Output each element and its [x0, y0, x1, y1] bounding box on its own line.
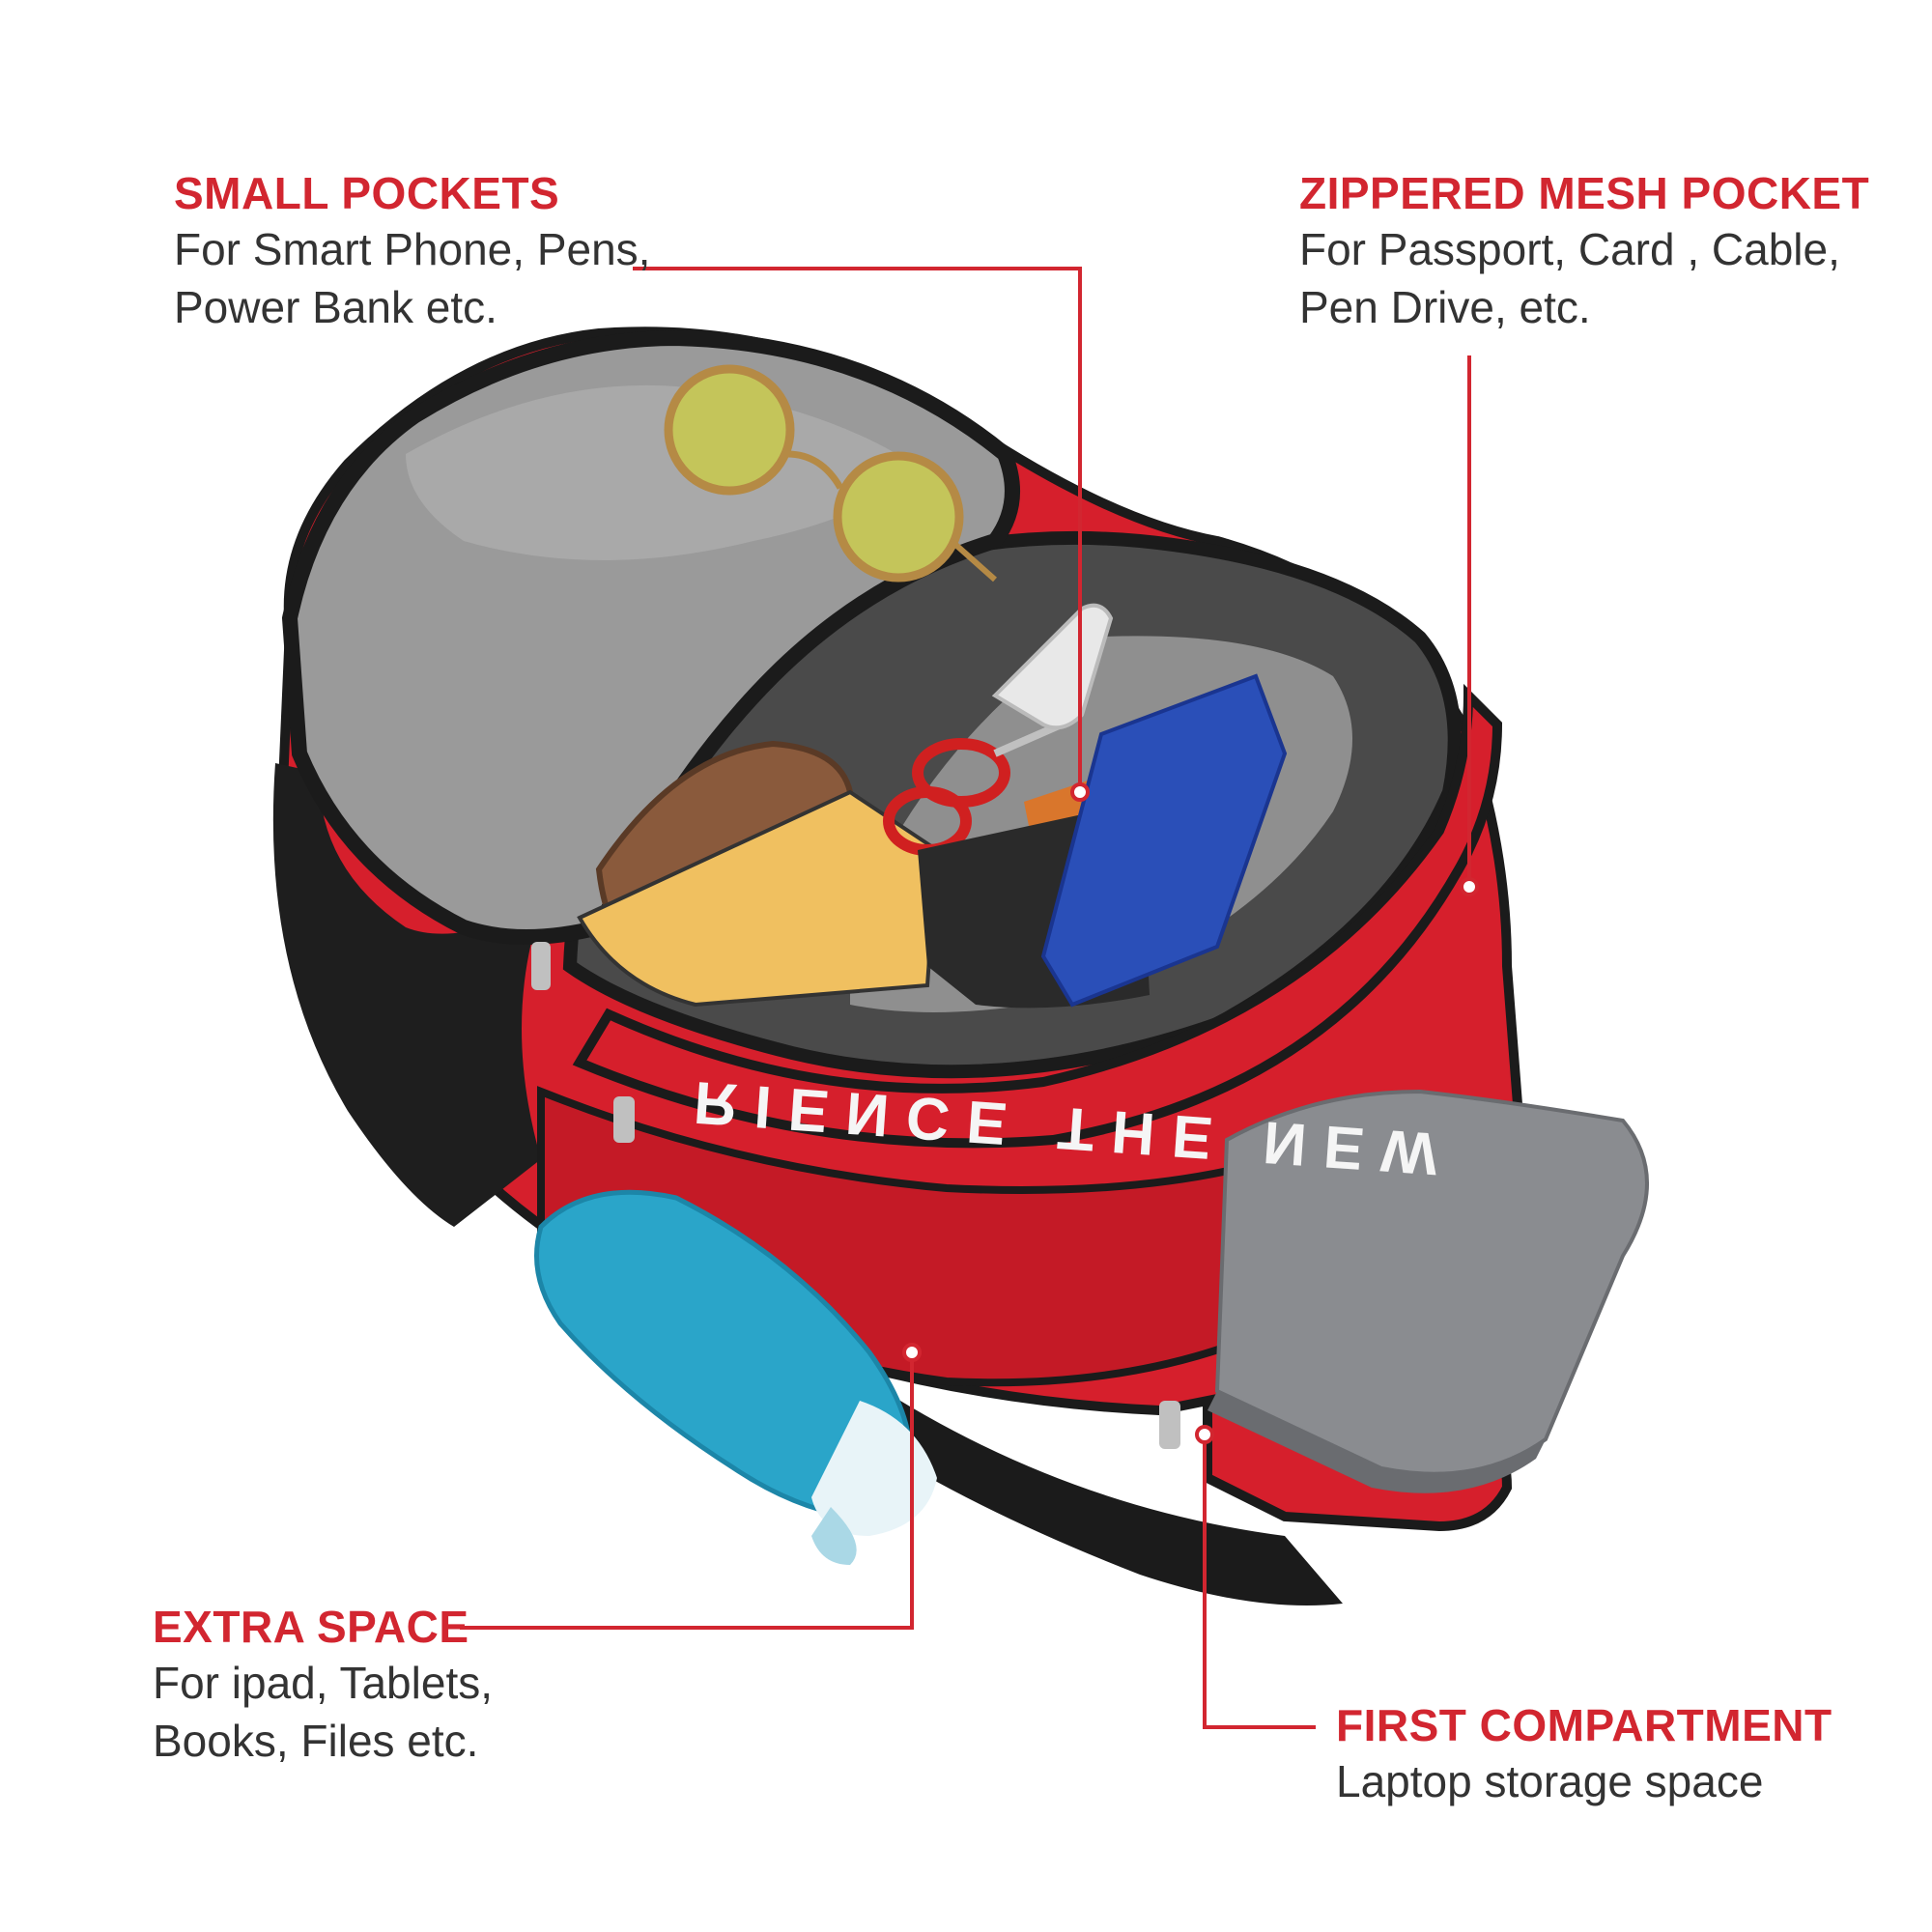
laptop [1214, 1089, 1649, 1476]
side-mesh-pocket [272, 763, 541, 1227]
patterned-notebook [577, 789, 940, 1008]
callout-description-line: Laptop storage space [1336, 1756, 1764, 1806]
callout-zippered-mesh-pocket: ZIPPERED MESH POCKET For Passport, Card … [1299, 166, 1869, 336]
lid-lining-fold [406, 384, 927, 560]
leader-dot-extra-space [902, 1343, 922, 1362]
zipper-pull-front [613, 1096, 635, 1143]
leader-line-extra-space [460, 1352, 914, 1630]
callout-first-compartment: FIRST COMPARTMENT Laptop storage space [1336, 1698, 1833, 1810]
callout-description-line: For Smart Phone, Pens, [174, 224, 651, 274]
zipper-pull-left [531, 942, 551, 990]
callout-extra-space: EXTRA SPACE For ipad, Tablets, Books, Fi… [153, 1600, 493, 1770]
callout-description-line: Power Bank etc. [174, 282, 497, 332]
callout-title: EXTRA SPACE [153, 1602, 469, 1652]
callout-title: FIRST COMPARTMENT [1336, 1700, 1833, 1750]
callout-title: SMALL POCKETS [174, 168, 560, 218]
leader-dot-zippered-mesh [1460, 877, 1479, 896]
callout-small-pockets: SMALL POCKETS For Smart Phone, Pens, Pow… [174, 166, 650, 336]
leader-line-small-pockets [633, 267, 1082, 792]
callout-description-line: For Passport, Card , Cable, [1299, 224, 1840, 274]
leader-dot-small-pockets [1070, 782, 1090, 802]
back-panel [850, 1381, 1343, 1605]
strap-band [572, 683, 1503, 1149]
callout-title: ZIPPERED MESH POCKET [1299, 168, 1870, 218]
blue-spiral-notebook [1040, 673, 1288, 1008]
callout-description-line: Books, Files etc. [153, 1716, 479, 1766]
water-bottle [534, 1189, 937, 1565]
callout-description-line: Pen Drive, etc. [1299, 282, 1591, 332]
callout-description-line: For ipad, Tablets, [153, 1658, 494, 1708]
leader-line-first-compartment [1203, 1435, 1316, 1729]
leader-dot-first-compartment [1195, 1425, 1214, 1444]
zipper-pull-bottom [1159, 1401, 1180, 1449]
laptop-edge [1208, 1391, 1546, 1493]
sunglasses [664, 364, 997, 582]
